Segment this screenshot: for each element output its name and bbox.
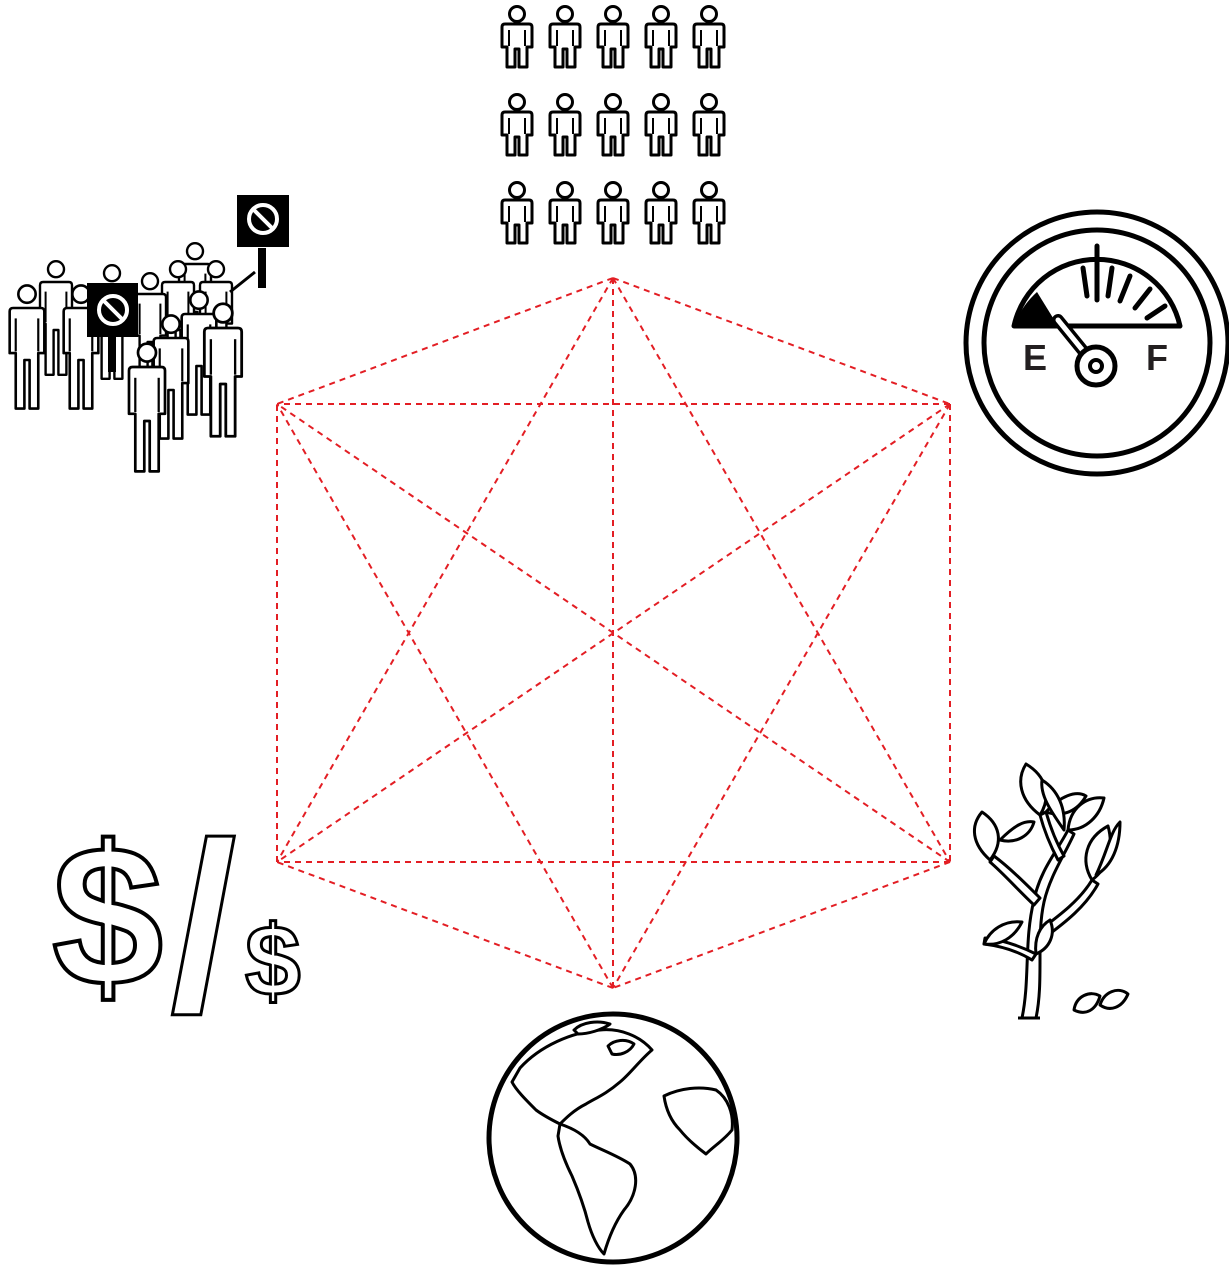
person-icon <box>550 183 580 244</box>
protest-sign-icon <box>230 195 289 292</box>
person-icon <box>694 7 724 68</box>
network-edge <box>613 278 950 404</box>
network-edge <box>277 404 613 988</box>
person-icon <box>694 183 724 244</box>
person-icon <box>550 7 580 68</box>
protest-crowd-icon <box>10 195 289 471</box>
gauge-empty-label: E <box>1023 337 1047 378</box>
big-dollar-symbol: $ <box>52 805 163 1028</box>
network-edge <box>277 278 613 404</box>
fuel-gauge-icon: E F <box>966 212 1228 474</box>
network-edge <box>613 862 950 988</box>
person-icon <box>502 95 532 156</box>
person-icon <box>550 95 580 156</box>
network-edge <box>613 404 950 988</box>
network-edge <box>613 278 950 862</box>
person-icon <box>646 183 676 244</box>
network-edge <box>277 862 613 988</box>
protest-sign-icon <box>87 283 138 372</box>
person-icon <box>502 7 532 68</box>
earth-globe-icon <box>489 1014 737 1262</box>
person-icon <box>598 7 628 68</box>
population-crowd-icon <box>502 7 724 244</box>
small-dollar-symbol: $ <box>245 905 301 1017</box>
person-icon <box>646 95 676 156</box>
gauge-full-label: F <box>1146 337 1168 378</box>
dollar-ratio-icon: $ / $ <box>52 793 301 1061</box>
person-icon <box>694 95 724 156</box>
person-icon <box>598 183 628 244</box>
ratio-slash: / <box>170 793 237 1061</box>
person-icon <box>502 183 532 244</box>
growing-plant-icon <box>974 764 1128 1018</box>
network-edges <box>277 278 950 988</box>
network-edge <box>277 278 613 862</box>
person-icon <box>646 7 676 68</box>
person-icon <box>598 95 628 156</box>
